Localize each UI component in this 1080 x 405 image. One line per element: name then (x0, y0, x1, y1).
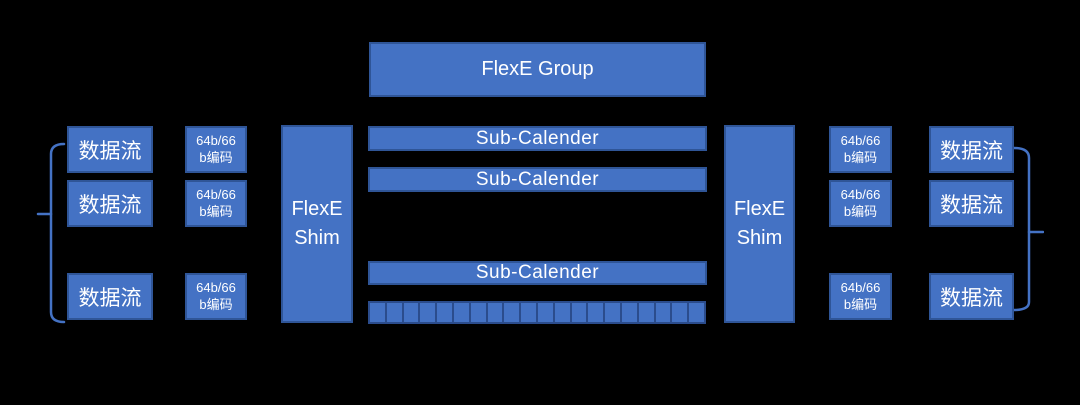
data-stream-box: 数据流 (929, 273, 1014, 320)
encoder-box: 64b/66 b编码 (829, 180, 892, 227)
calendar-slot (386, 303, 404, 322)
calendar-slot (420, 303, 438, 322)
encoder-box: 64b/66 b编码 (829, 126, 892, 173)
data-stream-box: 数据流 (929, 126, 1014, 173)
encoder-box: 64b/66 b编码 (829, 273, 892, 320)
data-stream-label: 数据流 (78, 139, 142, 163)
encoder-box: 64b/66 b编码 (185, 126, 247, 173)
sub-calendar-box: Sub-Calender (368, 167, 707, 192)
encoder-box: 64b/66 b编码 (185, 180, 247, 227)
sub-calendar-label: Sub-Calender (475, 262, 600, 283)
data-stream-label: 数据流 (940, 286, 1003, 310)
encoder-label-line1: 64b/66 (196, 186, 236, 202)
calendar-slot (521, 303, 538, 322)
data-stream-label: 数据流 (940, 139, 1003, 163)
flexe-shim-right-box: FlexE Shim (724, 125, 795, 323)
calendar-slot (453, 303, 471, 322)
left-group-brace (36, 142, 66, 324)
flexe-shim-left-box: FlexE Shim (281, 125, 353, 323)
data-stream-box: 数据流 (929, 180, 1014, 227)
calendar-slot (689, 303, 704, 322)
encoder-label-line2: b编码 (843, 296, 878, 312)
sub-calendar-box: Sub-Calender (368, 261, 707, 285)
encoder-label-line2: b编码 (843, 149, 878, 165)
encoder-label-line1: 64b/66 (840, 186, 881, 202)
right-group-brace (1012, 146, 1044, 312)
flexe-group-box: FlexE Group (369, 42, 706, 97)
encoder-label-line1: 64b/66 (840, 132, 881, 148)
calendar-slot (571, 303, 589, 322)
calendar-slot (554, 303, 572, 322)
calendar-slot (537, 303, 555, 322)
calendar-slot (621, 303, 639, 322)
calendar-slot-bar (368, 301, 706, 324)
data-stream-box: 数据流 (67, 126, 153, 173)
calendar-slot (437, 303, 454, 322)
sub-calendar-box: Sub-Calender (368, 126, 707, 151)
sub-calendar-label: Sub-Calender (475, 127, 600, 149)
encoder-label-line2: b编码 (843, 203, 878, 219)
calendar-slot (504, 303, 522, 322)
encoder-label-line1: 64b/66 (196, 132, 236, 148)
calendar-slot (605, 303, 622, 322)
calendar-slot (403, 303, 421, 322)
encoder-label-line2: b编码 (199, 296, 233, 312)
flexe-shim-label: FlexE Shim (291, 198, 343, 249)
calendar-slot (470, 303, 488, 322)
encoder-label-line1: 64b/66 (840, 279, 881, 295)
calendar-slot (370, 303, 387, 322)
encoder-label-line2: b编码 (199, 149, 233, 165)
calendar-slot (655, 303, 673, 322)
data-stream-box: 数据流 (67, 180, 153, 227)
data-stream-box: 数据流 (67, 273, 153, 320)
data-stream-label: 数据流 (940, 193, 1003, 217)
sub-calendar-label: Sub-Calender (475, 168, 600, 190)
calendar-slot (672, 303, 690, 322)
calendar-slot (638, 303, 656, 322)
calendar-slot (487, 303, 505, 322)
calendar-slot (588, 303, 606, 322)
encoder-box: 64b/66 b编码 (185, 273, 247, 320)
data-stream-label: 数据流 (78, 286, 142, 310)
data-stream-label: 数据流 (78, 193, 142, 217)
encoder-label-line1: 64b/66 (196, 279, 236, 295)
flexe-shim-label: FlexE Shim (733, 198, 786, 249)
encoder-label-line2: b编码 (199, 203, 233, 219)
flexe-group-label: FlexE Group (481, 58, 594, 80)
